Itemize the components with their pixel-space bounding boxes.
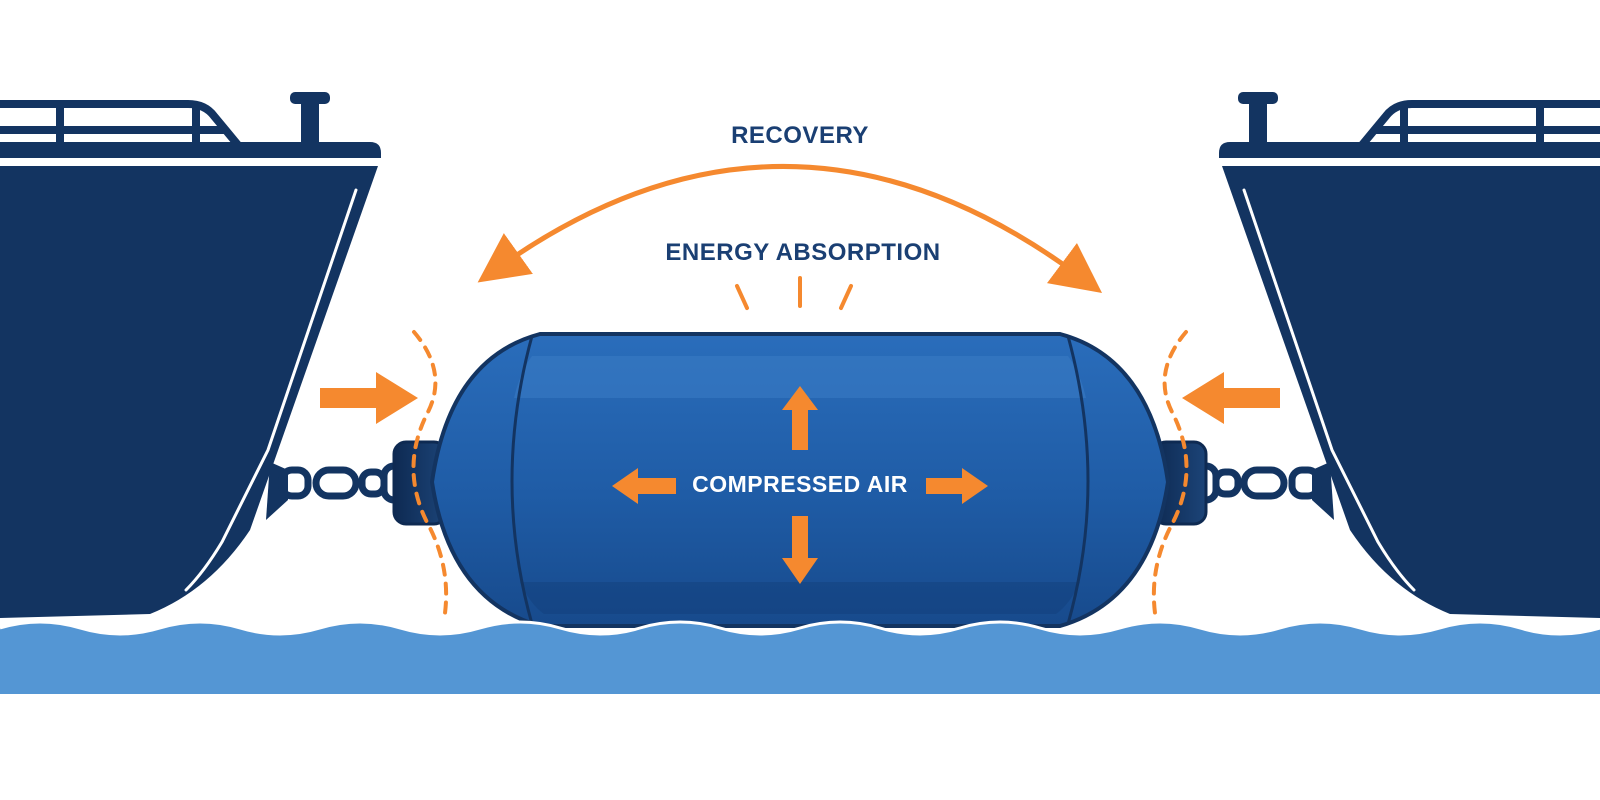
pneumatic-fender (392, 332, 1208, 628)
fender-body (429, 332, 1171, 628)
water (0, 620, 1600, 694)
impact-rays (735, 276, 853, 310)
ship-right (1219, 92, 1600, 618)
arrow-up (782, 386, 818, 450)
energy-absorption-label: ENERGY ABSORPTION (665, 239, 940, 266)
compressed-air-label: COMPRESSED AIR (692, 471, 908, 497)
arrow-right (926, 468, 988, 504)
chain-left (278, 462, 410, 504)
dashed-compression-curves (411, 330, 1189, 622)
force-arrow-right (1182, 372, 1280, 424)
arrow-down (782, 516, 818, 584)
chain-right (1190, 462, 1322, 504)
force-arrow-left (320, 372, 418, 424)
arrow-left (612, 468, 676, 504)
double-headed-arc-arrow (477, 163, 1103, 293)
ship-left (0, 92, 381, 618)
recovery-label: RECOVERY (731, 122, 869, 149)
